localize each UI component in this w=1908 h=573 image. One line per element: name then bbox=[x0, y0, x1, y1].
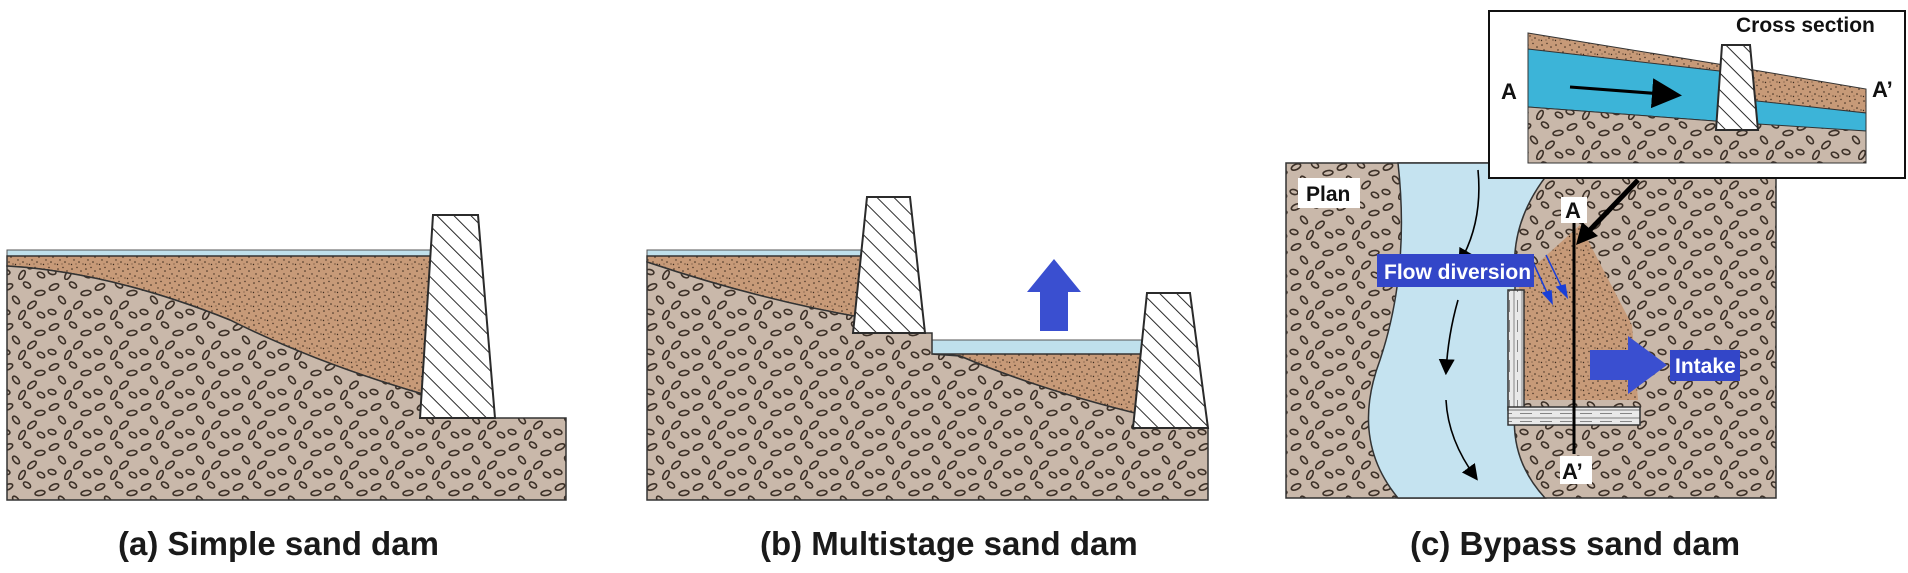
right-arrow-icon bbox=[1590, 336, 1667, 394]
section-pointer-arrow bbox=[1586, 178, 1640, 234]
cross-section-left-label: A bbox=[1501, 79, 1517, 104]
dam-wall-upper bbox=[851, 196, 927, 334]
cross-section-flow-arrow bbox=[1569, 78, 1682, 109]
water-surface-upper bbox=[646, 249, 866, 257]
plan-label-box bbox=[1298, 178, 1360, 208]
water-surface bbox=[6, 249, 434, 257]
flow-diversion-label: Flow diversion bbox=[1384, 261, 1531, 284]
section-label-top: A bbox=[1565, 198, 1581, 223]
intake-label: Intake bbox=[1675, 355, 1736, 378]
caption-multistage-sand-dam: (b) Multistage sand dam bbox=[760, 525, 1138, 562]
cross-section-title: Cross section bbox=[1736, 14, 1875, 37]
cross-section-right-label: A’ bbox=[1872, 77, 1893, 102]
panel-bypass-sand-dam: Plan Flow diversion Intake A A’ bbox=[1285, 162, 1777, 499]
caption-simple-sand-dam: (a) Simple sand dam bbox=[118, 525, 439, 562]
dam-wall-lower bbox=[1131, 292, 1210, 429]
section-label-top-box bbox=[1561, 197, 1587, 223]
flow-diversion-label-box bbox=[1377, 254, 1534, 287]
cross-section-bedrock bbox=[1527, 106, 1867, 164]
cross-section-inset: Cross section A A’ bbox=[1488, 10, 1906, 179]
panel-simple-sand-dam bbox=[6, 214, 567, 501]
section-label-bottom: A’ bbox=[1562, 459, 1583, 484]
water-surface-lower bbox=[931, 339, 1144, 355]
plan-label: Plan bbox=[1306, 183, 1350, 206]
diversion-wall bbox=[1507, 289, 1525, 411]
dam-wall bbox=[418, 214, 497, 419]
panel-multistage-sand-dam bbox=[646, 196, 1210, 501]
flow-diversion-arrows bbox=[1531, 254, 1569, 306]
caption-bypass-sand-dam: (c) Bypass sand dam bbox=[1410, 525, 1740, 562]
cross-section-dam bbox=[1714, 44, 1760, 131]
up-arrow-icon bbox=[1027, 259, 1081, 331]
intake-label-box bbox=[1670, 350, 1740, 381]
section-label-bottom-box bbox=[1560, 456, 1592, 484]
river-flow-arrows bbox=[1438, 169, 1480, 481]
bedrock-ground bbox=[646, 260, 1209, 501]
